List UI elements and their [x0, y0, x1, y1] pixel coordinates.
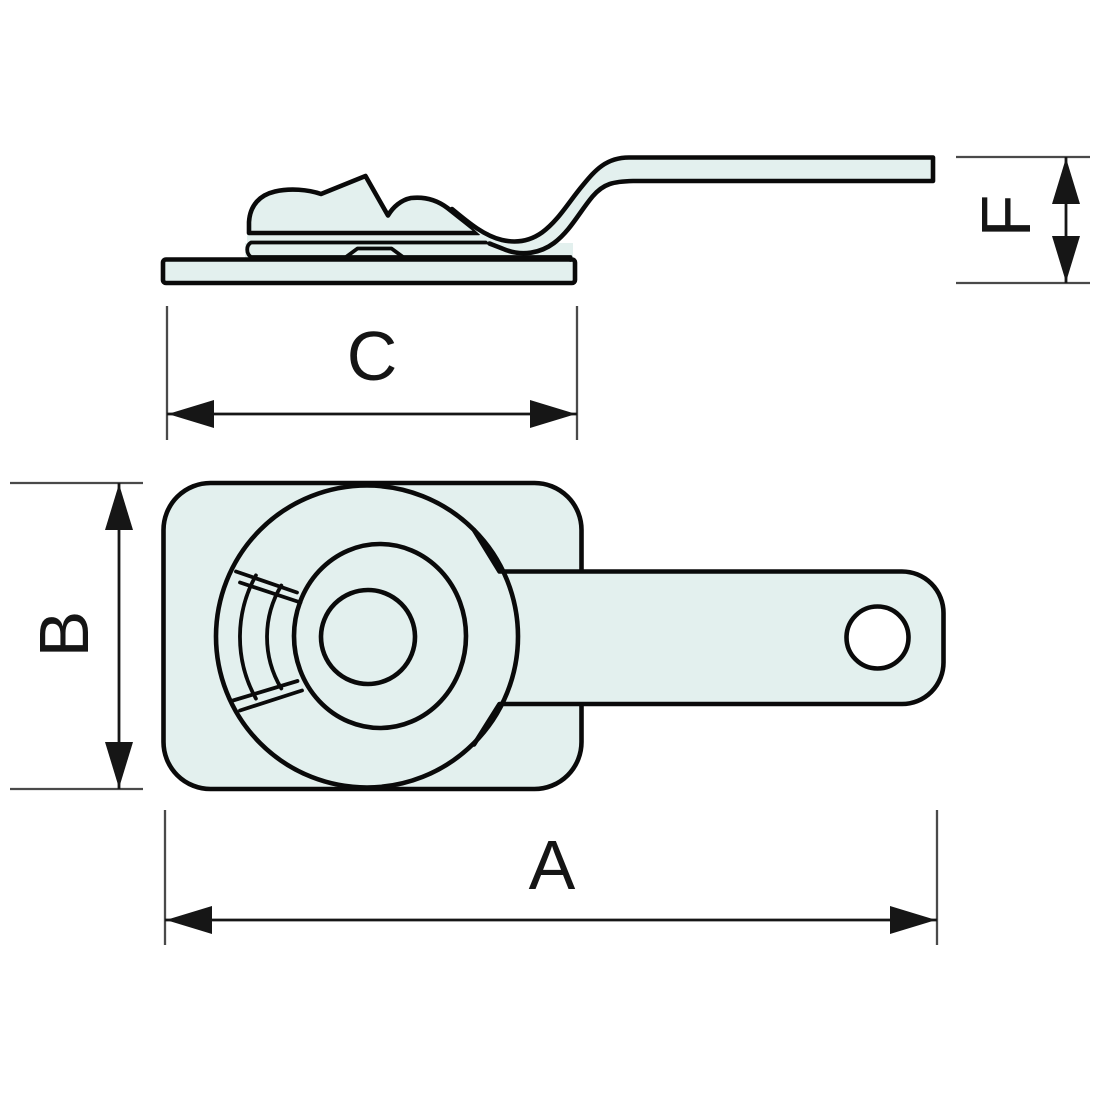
dim-f-label: F	[967, 195, 1045, 238]
dim-b-arrowhead-down-icon	[105, 742, 133, 788]
side-view	[160, 155, 936, 286]
dim-c-arrowhead-right-icon	[530, 400, 576, 428]
band-cap-top-2	[238, 580, 303, 605]
dim-c-label: C	[347, 317, 398, 395]
band-arc-inner	[265, 583, 284, 691]
dim-c-arrowhead-left-icon	[168, 400, 214, 428]
dimension-f: F	[956, 155, 1090, 285]
band-cap-top-1	[234, 569, 299, 595]
ledge-plate-fill	[245, 243, 573, 259]
boss-middle-ring	[291, 541, 469, 731]
ledge-tab-detail	[344, 246, 405, 259]
dimension-b: B	[10, 481, 143, 791]
dim-b-label: B	[25, 611, 103, 658]
dim-a-arrowhead-left-icon	[166, 906, 212, 934]
top-view	[161, 480, 946, 792]
band-arc-outer	[238, 573, 258, 701]
base-plate	[160, 257, 578, 286]
dimension-c: C	[165, 306, 579, 440]
boss-center-hole	[318, 587, 418, 687]
dim-b-arrowhead-up-icon	[105, 484, 133, 530]
dim-a-label: A	[529, 826, 576, 904]
ledge-plate-outline	[245, 240, 573, 262]
arm-fill	[474, 530, 944, 745]
strap-lever-outline	[449, 155, 936, 256]
strap-band-detail	[231, 569, 304, 713]
strap-lever-fill	[452, 157, 933, 254]
band-cap-bottom-1	[231, 679, 300, 703]
arm-outline	[471, 527, 946, 747]
boss-outer-circle	[213, 483, 521, 790]
arm-screw-hole	[844, 604, 911, 671]
dim-a-arrowhead-right-icon	[890, 906, 936, 934]
tie-head-profile	[246, 173, 482, 236]
dimension-a: A	[163, 810, 939, 945]
dim-f-arrowhead-down-icon	[1052, 236, 1080, 282]
band-cap-bottom-2	[238, 688, 304, 713]
dim-f-arrowhead-up-icon	[1052, 158, 1080, 204]
